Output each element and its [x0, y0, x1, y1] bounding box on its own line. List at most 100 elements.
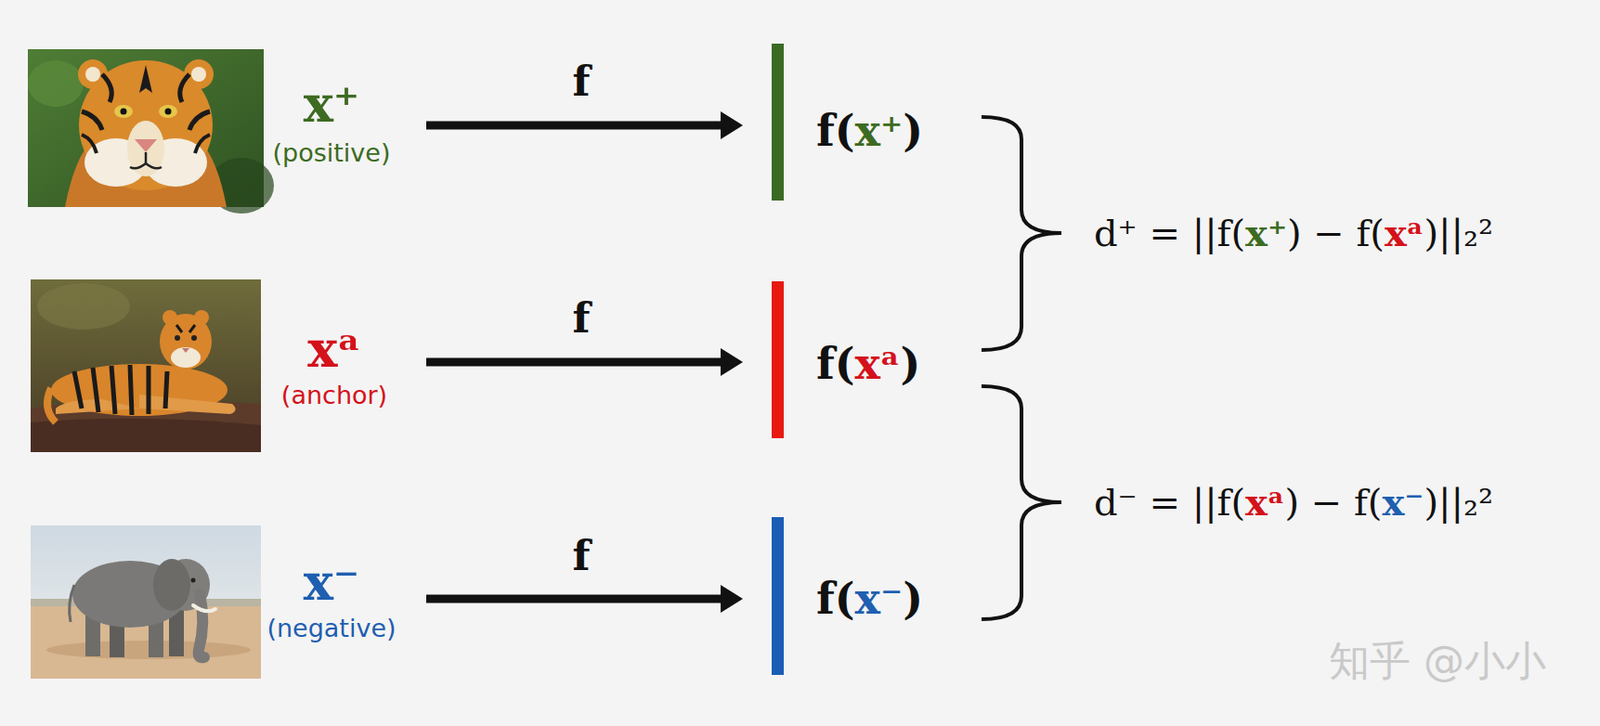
text-row: f(x⁻) [816, 574, 924, 625]
tiger-photo [30, 279, 261, 453]
embedding-label: f( [816, 106, 856, 157]
illustration-part [191, 66, 207, 82]
role-label: (negative) [266, 613, 396, 643]
illustration-part [195, 134, 210, 154]
role-label: (positive) [273, 138, 391, 168]
text-row: x⁻ [303, 553, 361, 612]
illustration-part [426, 358, 725, 367]
illustration-part [37, 283, 131, 330]
input-symbol: x⁺ [303, 75, 361, 133]
distance-formula: d⁺ = ||f( [1093, 211, 1246, 255]
function-label: f [572, 58, 591, 106]
mapping-arrow [426, 585, 743, 613]
illustration-part [127, 120, 165, 177]
illustration-part [198, 594, 205, 658]
illustration-part [81, 134, 97, 154]
embedding-bar [771, 43, 784, 201]
text-row: x⁺ [303, 75, 361, 133]
embedding-label: ) [902, 106, 924, 157]
embedding-bar [771, 281, 784, 439]
illustration-part [114, 104, 133, 118]
text-row: (positive) [273, 138, 391, 168]
illustration-part [426, 121, 725, 131]
embedding-bar [771, 517, 784, 676]
elephant-photo [30, 525, 261, 679]
illustration-part [30, 525, 261, 679]
curly-brace [981, 386, 1062, 620]
illustration-part [74, 364, 168, 416]
input-symbol: x⁻ [303, 553, 361, 612]
distance-formula: )||₂² [1423, 211, 1494, 255]
illustration-part [162, 310, 178, 326]
illustration-part [47, 388, 56, 423]
illustration-part [139, 65, 153, 93]
distance-formula: xᵃ [1245, 481, 1285, 524]
illustration-part [165, 108, 172, 116]
mapping-arrow [426, 111, 743, 140]
tiger-photo [27, 49, 274, 214]
text-row: xᵃ [307, 320, 361, 378]
text-row: (negative) [266, 613, 396, 643]
text-row: f [572, 295, 591, 343]
illustration-part [130, 152, 162, 169]
distance-formula: x⁻ [1381, 481, 1424, 524]
distance-formula: x⁺ [1245, 211, 1288, 255]
illustration-part [191, 578, 196, 584]
illustration-part [189, 111, 210, 131]
illustration-part [27, 60, 84, 107]
embedding-label: x⁺ [855, 106, 904, 157]
text-row: f [572, 58, 591, 106]
illustration-part [194, 310, 209, 326]
illustration-part [153, 559, 191, 612]
illustration-part [78, 60, 213, 191]
illustration-part [182, 348, 190, 353]
embedding-label: xᵃ [855, 339, 901, 390]
illustration-part [720, 111, 743, 140]
illustration-part [85, 66, 101, 82]
text-row: d⁺ = ||f(x⁺) − f(xᵃ)||₂² [1093, 211, 1494, 255]
illustration-part [174, 335, 181, 341]
text-row: f(xᵃ) [816, 339, 921, 390]
function-label: f [572, 295, 591, 343]
illustration-part [120, 108, 128, 116]
text-row: 知乎 @小小 [1328, 637, 1547, 686]
input-symbol: xᵃ [307, 320, 361, 378]
text-row: f [572, 533, 591, 581]
distance-formula: d⁻ = ||f( [1093, 481, 1246, 524]
mapping-arrow [426, 348, 743, 377]
illustration-part [139, 394, 236, 415]
embedding-label: x⁻ [855, 574, 904, 625]
illustration-part [69, 585, 75, 623]
distance-formula: )||₂² [1423, 481, 1494, 524]
embedding-label: f( [816, 339, 856, 390]
illustration-part [426, 595, 725, 604]
illustration-part [30, 418, 261, 453]
function-label: f [572, 533, 591, 581]
text-row: d⁻ = ||f(xᵃ) − f(x⁻)||₂² [1093, 481, 1494, 524]
illustration-part [720, 585, 743, 613]
illustration-part [176, 325, 196, 333]
text-row: (anchor) [281, 380, 388, 410]
distance-formula: ) − f( [1287, 211, 1385, 255]
curly-brace [981, 117, 1062, 351]
distance-formula: ) − f( [1285, 481, 1383, 524]
illustration-part [30, 279, 261, 453]
illustration-part [170, 347, 201, 368]
illustration-part [81, 111, 103, 131]
embedding-label: ) [902, 574, 924, 625]
embedding-label: ) [899, 339, 921, 390]
illustration-part [180, 74, 190, 103]
illustration-part [158, 104, 178, 118]
watermark: 知乎 @小小 [1328, 637, 1547, 686]
distance-formula: xᵃ [1384, 211, 1424, 255]
illustration-part [102, 74, 112, 103]
role-label: (anchor) [281, 380, 388, 410]
illustration-part [193, 605, 216, 612]
illustration-part [720, 348, 743, 377]
text-row: f(x⁺) [816, 106, 924, 157]
illustration-part [134, 139, 157, 153]
illustration-part [191, 335, 197, 341]
